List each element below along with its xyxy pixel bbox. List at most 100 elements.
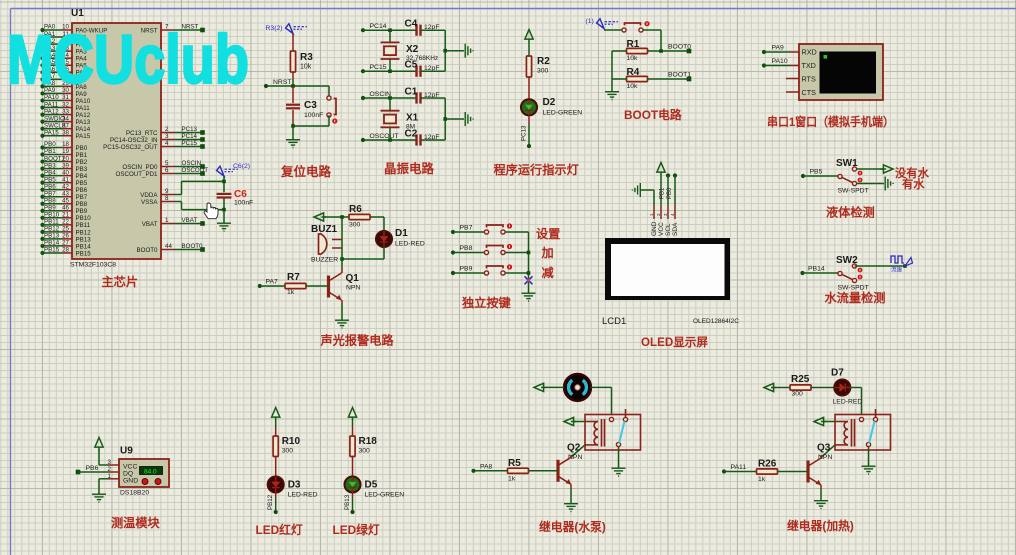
- svg-text:PA5: PA5: [76, 63, 88, 70]
- svg-text:LED-GREEN: LED-GREEN: [365, 492, 405, 499]
- svg-text:R6: R6: [349, 204, 362, 215]
- svg-text:PA10: PA10: [44, 94, 59, 101]
- svg-text:100nF: 100nF: [304, 112, 323, 119]
- svg-text:41: 41: [62, 176, 69, 183]
- svg-text:设置: 设置: [536, 226, 560, 241]
- svg-text:PB2: PB2: [76, 159, 88, 166]
- svg-text:40: 40: [62, 169, 69, 176]
- svg-text:LCD1: LCD1: [602, 316, 626, 327]
- svg-text:PA5: PA5: [44, 59, 56, 66]
- svg-text:10k: 10k: [627, 55, 639, 62]
- svg-text:VBAT: VBAT: [182, 217, 198, 224]
- svg-text:12: 12: [62, 38, 69, 45]
- svg-text:PB9: PB9: [76, 208, 88, 215]
- svg-text:BUZ1: BUZ1: [311, 224, 338, 235]
- svg-text:VCC: VCC: [658, 222, 665, 236]
- svg-text:PA1: PA1: [76, 34, 88, 41]
- svg-text:29: 29: [62, 80, 69, 87]
- svg-text:C6: C6: [234, 189, 247, 200]
- svg-text:Q2: Q2: [567, 443, 581, 454]
- svg-text:PB15: PB15: [76, 250, 92, 257]
- svg-text:33: 33: [62, 108, 69, 115]
- svg-text:17: 17: [62, 73, 69, 80]
- svg-text:PB6: PB6: [86, 465, 99, 472]
- svg-text:BOOT0: BOOT0: [137, 247, 159, 254]
- svg-text:BOOT0: BOOT0: [182, 243, 204, 250]
- svg-text:PA8: PA8: [76, 84, 88, 91]
- svg-text:NRST: NRST: [273, 79, 292, 86]
- svg-text:21: 21: [62, 212, 69, 219]
- svg-text:SWCLK: SWCLK: [44, 122, 67, 129]
- svg-text:RXD: RXD: [802, 48, 817, 57]
- svg-text:1: 1: [108, 473, 112, 480]
- svg-text:43: 43: [62, 190, 69, 197]
- svg-text:NPN: NPN: [568, 454, 582, 461]
- svg-text:独立按键: 独立按键: [461, 295, 512, 310]
- svg-text:PC13_RTC: PC13_RTC: [126, 130, 158, 137]
- svg-text:LED-RED: LED-RED: [395, 241, 425, 248]
- svg-text:PB7: PB7: [44, 190, 56, 197]
- svg-text:PC15-OSC32_OUT: PC15-OSC32_OUT: [103, 144, 158, 151]
- svg-text:25: 25: [62, 226, 69, 233]
- svg-text:PC13: PC13: [521, 125, 528, 141]
- svg-text:PB7: PB7: [460, 225, 473, 232]
- svg-text:GND: GND: [123, 477, 138, 484]
- svg-text:10k: 10k: [300, 64, 312, 71]
- svg-text:31: 31: [62, 94, 69, 101]
- svg-text:PC13: PC13: [182, 126, 198, 133]
- svg-text:Q1: Q1: [346, 273, 360, 284]
- svg-text:PB0: PB0: [76, 145, 88, 152]
- svg-text:27: 27: [62, 240, 69, 247]
- svg-text:19: 19: [62, 148, 69, 155]
- svg-text:28: 28: [62, 247, 69, 254]
- svg-text:R26: R26: [758, 459, 777, 470]
- svg-text:BUZZER: BUZZER: [311, 257, 338, 264]
- svg-text:12pF: 12pF: [424, 134, 440, 141]
- svg-text:PC15: PC15: [370, 64, 387, 71]
- svg-text:1: 1: [165, 217, 169, 224]
- svg-text:PA9: PA9: [44, 87, 56, 94]
- svg-text:PA3: PA3: [76, 49, 88, 56]
- svg-text:加: 加: [541, 245, 554, 260]
- svg-text:13: 13: [62, 45, 69, 52]
- svg-text:PB14: PB14: [76, 243, 92, 250]
- svg-text:12pF: 12pF: [424, 92, 440, 99]
- svg-text:BOOT1: BOOT1: [668, 72, 691, 79]
- svg-text:32: 32: [62, 101, 69, 108]
- svg-text:PA15: PA15: [44, 129, 59, 136]
- svg-text:PB11: PB11: [44, 219, 59, 226]
- svg-text:PA12: PA12: [44, 108, 59, 115]
- svg-text:PB5: PB5: [76, 180, 88, 187]
- svg-text:4: 4: [670, 213, 675, 216]
- svg-text:声光报警电路: 声光报警电路: [320, 333, 395, 348]
- svg-text:PB3: PB3: [76, 166, 88, 173]
- svg-text:R2: R2: [537, 56, 550, 67]
- svg-text:8M: 8M: [406, 124, 415, 131]
- svg-text:C5: C5: [405, 60, 418, 71]
- svg-text:PA2: PA2: [76, 42, 88, 49]
- svg-text:R18: R18: [359, 436, 378, 447]
- svg-text:PB12: PB12: [267, 494, 274, 510]
- svg-text:PA15: PA15: [76, 133, 91, 140]
- svg-text:16: 16: [62, 66, 69, 73]
- svg-text:2: 2: [656, 213, 661, 216]
- svg-text:PB6: PB6: [44, 183, 56, 190]
- svg-text:PB9: PB9: [44, 204, 56, 211]
- svg-text:OLED12864I2C: OLED12864I2C: [693, 318, 739, 325]
- svg-text:PB14: PB14: [808, 266, 825, 273]
- svg-text:PB0: PB0: [667, 187, 673, 199]
- svg-text:10: 10: [62, 24, 69, 31]
- svg-text:PB3: PB3: [44, 162, 56, 169]
- svg-text:OSCIN_PD0: OSCIN_PD0: [122, 164, 158, 171]
- svg-text:减: 减: [542, 265, 555, 280]
- svg-text:RTS: RTS: [802, 75, 816, 84]
- svg-text:PA6: PA6: [76, 70, 88, 77]
- svg-text:OSCIN: OSCIN: [182, 160, 202, 167]
- svg-text:X1: X1: [406, 113, 419, 124]
- svg-text:液体检测: 液体检测: [826, 205, 875, 220]
- svg-text:PB13: PB13: [44, 233, 60, 240]
- svg-text:LED绿灯: LED绿灯: [333, 523, 380, 537]
- svg-text:PB11: PB11: [76, 222, 91, 229]
- svg-text:15: 15: [62, 59, 69, 66]
- svg-text:LED-RED: LED-RED: [833, 399, 863, 406]
